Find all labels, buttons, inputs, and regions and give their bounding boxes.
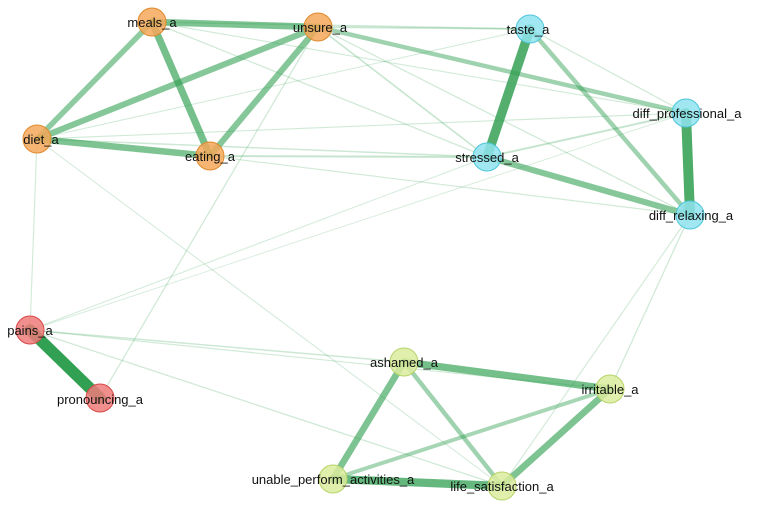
node-meals[interactable] xyxy=(137,7,167,37)
edge-unsure-diffprof xyxy=(315,24,689,116)
node-pains[interactable] xyxy=(15,315,45,345)
node-label-irritable: irritable_a xyxy=(581,382,639,397)
edge-stressed-diffrelax xyxy=(483,153,694,219)
edge-meals-unsure xyxy=(148,18,322,31)
labels-layer: meals_a unsure_a diet_a eating_a taste_astre… xyxy=(7,15,742,494)
edge-taste-diffrelax xyxy=(527,26,693,218)
node-diet[interactable] xyxy=(22,124,52,154)
edge-meals-diet xyxy=(34,19,155,142)
edge-stressed-pains xyxy=(29,156,488,331)
node-label-diffrelax: diff_relaxing_a xyxy=(649,208,734,223)
edge-diet-diffprof xyxy=(36,112,687,140)
node-unsure[interactable] xyxy=(303,12,333,42)
edge-diet-pains xyxy=(29,138,38,331)
node-label-eating: eating_a xyxy=(185,149,236,164)
edge-irritable-lifesat xyxy=(498,385,614,490)
edge-unsure-stressed xyxy=(317,26,488,158)
edges-layer xyxy=(24,18,695,491)
edge-taste-diffprof xyxy=(529,28,687,114)
edge-diet-lifesat xyxy=(36,138,503,487)
edge-diet-stressed xyxy=(36,138,488,158)
node-label-diffprof: diff_professional_a xyxy=(633,106,743,121)
node-label-meals: meals_a xyxy=(127,15,177,30)
edge-stressed-diffprof xyxy=(486,112,687,158)
edge-pains-ashamed xyxy=(29,329,405,363)
node-eating[interactable] xyxy=(195,141,225,171)
node-label-stressed: stressed_a xyxy=(455,150,519,165)
edge-meals-eating xyxy=(148,18,214,160)
node-label-ashamed: ashamed_a xyxy=(370,355,439,370)
edge-ashamed-lifesat xyxy=(401,359,505,489)
edge-ashamed-irritable xyxy=(400,358,614,393)
nodes-layer xyxy=(15,7,705,501)
node-label-pron: pronouncing_a xyxy=(57,392,144,407)
edge-eating-diffrelax xyxy=(209,155,691,216)
edge-unsure-taste xyxy=(317,26,531,30)
edge-diet-taste xyxy=(36,28,531,140)
edge-unable-lifesat xyxy=(328,474,507,491)
node-label-taste: taste_a xyxy=(507,22,550,37)
edge-diffrelax-lifesat xyxy=(501,214,691,487)
edge-diffrelax-irritable xyxy=(609,214,691,390)
node-lifesat[interactable] xyxy=(487,471,517,501)
edge-meals-diffprof xyxy=(151,21,687,114)
node-diffprof[interactable] xyxy=(671,98,701,128)
node-diffrelax[interactable] xyxy=(675,200,705,230)
node-label-unsure: unsure_a xyxy=(293,20,348,35)
node-unable[interactable] xyxy=(318,464,348,494)
edge-unsure-pron xyxy=(99,26,319,399)
edge-diet-eating xyxy=(33,135,214,160)
edge-diffprof-pains xyxy=(29,112,687,331)
node-label-lifesat: life_satisfaction_a xyxy=(450,479,554,494)
node-label-unable: unable_perform_activities_a xyxy=(252,472,415,487)
edge-pains-pron xyxy=(24,324,106,404)
edge-meals-taste xyxy=(151,21,531,30)
node-taste[interactable] xyxy=(515,14,545,44)
edge-pains-lifesat xyxy=(29,329,503,487)
node-label-diet: diet_a xyxy=(23,132,59,147)
node-ashamed[interactable] xyxy=(389,347,419,377)
node-stressed[interactable] xyxy=(472,142,502,172)
node-pron[interactable] xyxy=(85,383,115,413)
edge-unsure-diet xyxy=(33,23,322,143)
edge-eating-stressed xyxy=(209,155,488,158)
edge-diffprof-diffrelax xyxy=(681,108,695,220)
edge-taste-stressed xyxy=(482,24,535,162)
edge-meals-stressed xyxy=(151,21,488,158)
edge-irritable-unable xyxy=(331,387,612,481)
node-label-pains: pains_a xyxy=(7,323,53,338)
node-irritable[interactable] xyxy=(595,374,625,404)
edge-ashamed-unable xyxy=(329,358,408,483)
edge-unsure-eating xyxy=(206,23,322,160)
